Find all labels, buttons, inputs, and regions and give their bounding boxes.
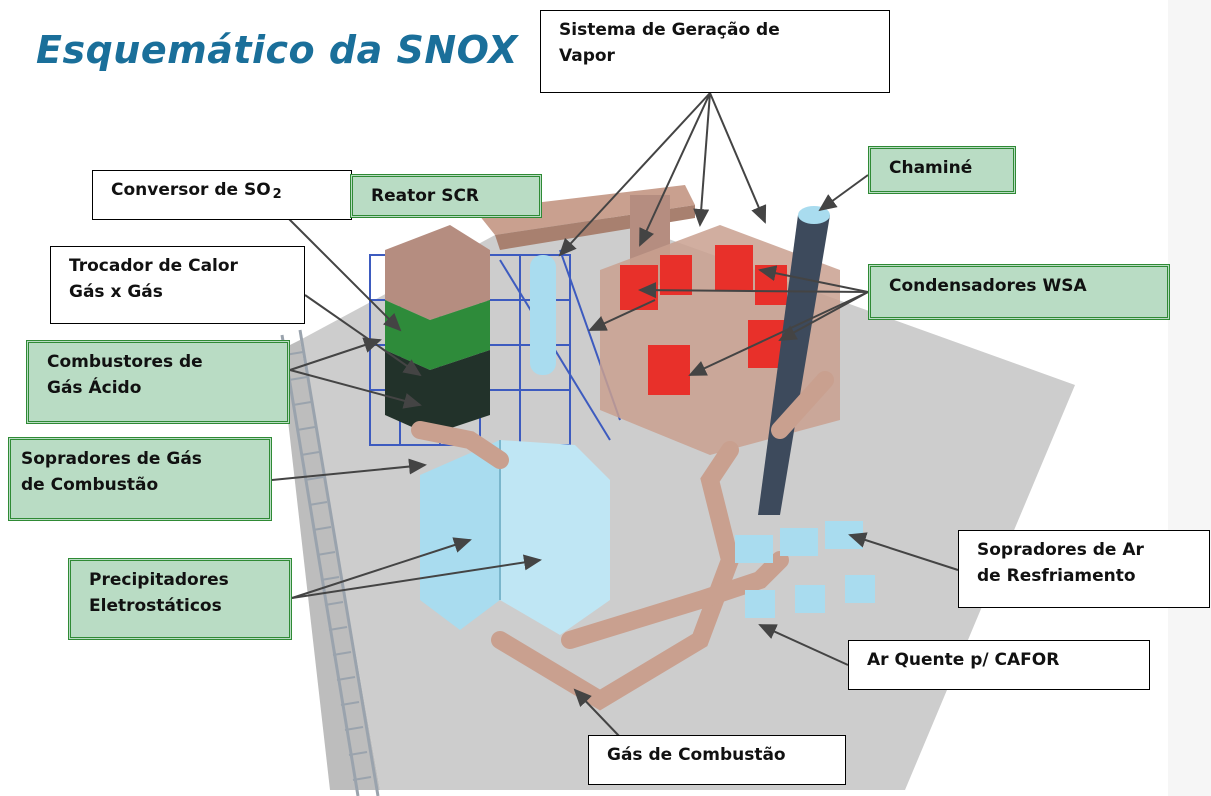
scr-vessel bbox=[530, 255, 556, 375]
leader-conversor bbox=[279, 209, 402, 332]
label-combustores-gas-acido: Combustores de Gás Ácido bbox=[26, 340, 290, 424]
leader-vapor-center bbox=[588, 299, 656, 331]
right-margin-strip bbox=[1168, 0, 1211, 796]
leader-vapor-1 bbox=[558, 92, 711, 257]
leader-trocador bbox=[304, 294, 422, 377]
leader-vapor-2 bbox=[639, 92, 711, 247]
leader-combustores-1 bbox=[289, 337, 382, 371]
heat-exchanger-green bbox=[385, 300, 490, 370]
label-sistema-geracao-vapor: Sistema de Geração de Vapor bbox=[540, 10, 890, 93]
leader-precipitador-1 bbox=[291, 537, 472, 599]
pipe-rack bbox=[280, 329, 380, 796]
so2-converter-top bbox=[385, 225, 490, 320]
leader-wsa-3 bbox=[778, 291, 869, 341]
label-sopradores-gas-combustao: Sopradores de Gás de Combustão bbox=[8, 437, 272, 521]
leader-ar-quente bbox=[758, 624, 849, 666]
label-sopradores-ar: Sopradores de Ar de Resfriamento bbox=[958, 530, 1210, 608]
leader-wsa-2 bbox=[758, 265, 869, 293]
leader-sopradores-ar bbox=[848, 532, 959, 571]
label-precipitadores: Precipitadores Eletrostáticos bbox=[68, 558, 292, 640]
leader-chimney bbox=[818, 174, 869, 212]
leader-vapor-3 bbox=[693, 92, 711, 227]
page-title: Esquemático da SNOX bbox=[36, 28, 518, 72]
leader-sopradores-gas bbox=[271, 458, 427, 481]
label-trocador-calor: Trocador de Calor Gás x Gás bbox=[50, 246, 305, 324]
precipitator-left bbox=[420, 440, 500, 630]
leader-vapor-4 bbox=[709, 92, 767, 224]
leader-precipitador-2 bbox=[291, 554, 542, 599]
leader-gas-combustao bbox=[573, 688, 621, 738]
chimney bbox=[758, 215, 830, 515]
cooling-air-blowers bbox=[735, 521, 875, 618]
label-condensadores-wsa: Condensadores WSA bbox=[868, 264, 1170, 320]
label-gas-combustao: Gás de Combustão bbox=[588, 735, 846, 785]
precipitator-right bbox=[500, 440, 610, 635]
label-reator-scr: Reator SCR bbox=[350, 174, 542, 218]
leader-combustores-2 bbox=[289, 369, 422, 409]
label-chamine: Chaminé bbox=[868, 146, 1016, 194]
label-ar-quente: Ar Quente p/ CAFOR bbox=[848, 640, 1150, 690]
leader-wsa-4 bbox=[688, 291, 869, 376]
leader-wsa-1 bbox=[638, 282, 869, 299]
